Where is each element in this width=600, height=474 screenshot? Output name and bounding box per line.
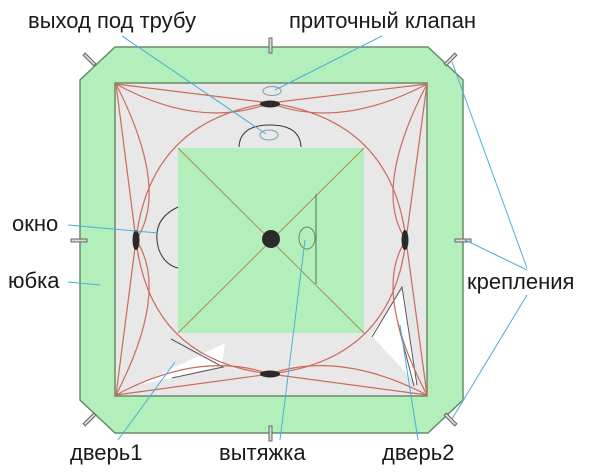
label-mounts: крепления xyxy=(467,269,575,294)
label-supply-valve: приточный клапан xyxy=(289,8,477,33)
pipe-outlet-arc xyxy=(238,124,302,148)
supply-valve-icon xyxy=(262,86,282,96)
hub-top xyxy=(260,100,280,108)
label-door2: дверь2 xyxy=(382,440,455,465)
hub-center xyxy=(262,230,280,248)
pipe-outlet-icon xyxy=(259,129,279,141)
label-pipe-outlet: выход под трубу xyxy=(28,8,196,33)
hub-bottom xyxy=(260,370,280,378)
exhaust-vent-icon xyxy=(298,226,316,250)
hub-right xyxy=(401,230,409,250)
label-skirt: юбка xyxy=(8,268,60,293)
label-window: окно xyxy=(12,211,59,236)
window-arc xyxy=(156,206,179,269)
label-door1: дверь1 xyxy=(70,440,143,465)
leader-lines xyxy=(67,35,528,441)
door2-frame xyxy=(371,285,418,386)
mount-pegs xyxy=(70,37,472,442)
hub-left xyxy=(132,230,140,250)
door1-frame xyxy=(170,338,225,379)
label-exhaust: вытяжка xyxy=(219,440,306,465)
